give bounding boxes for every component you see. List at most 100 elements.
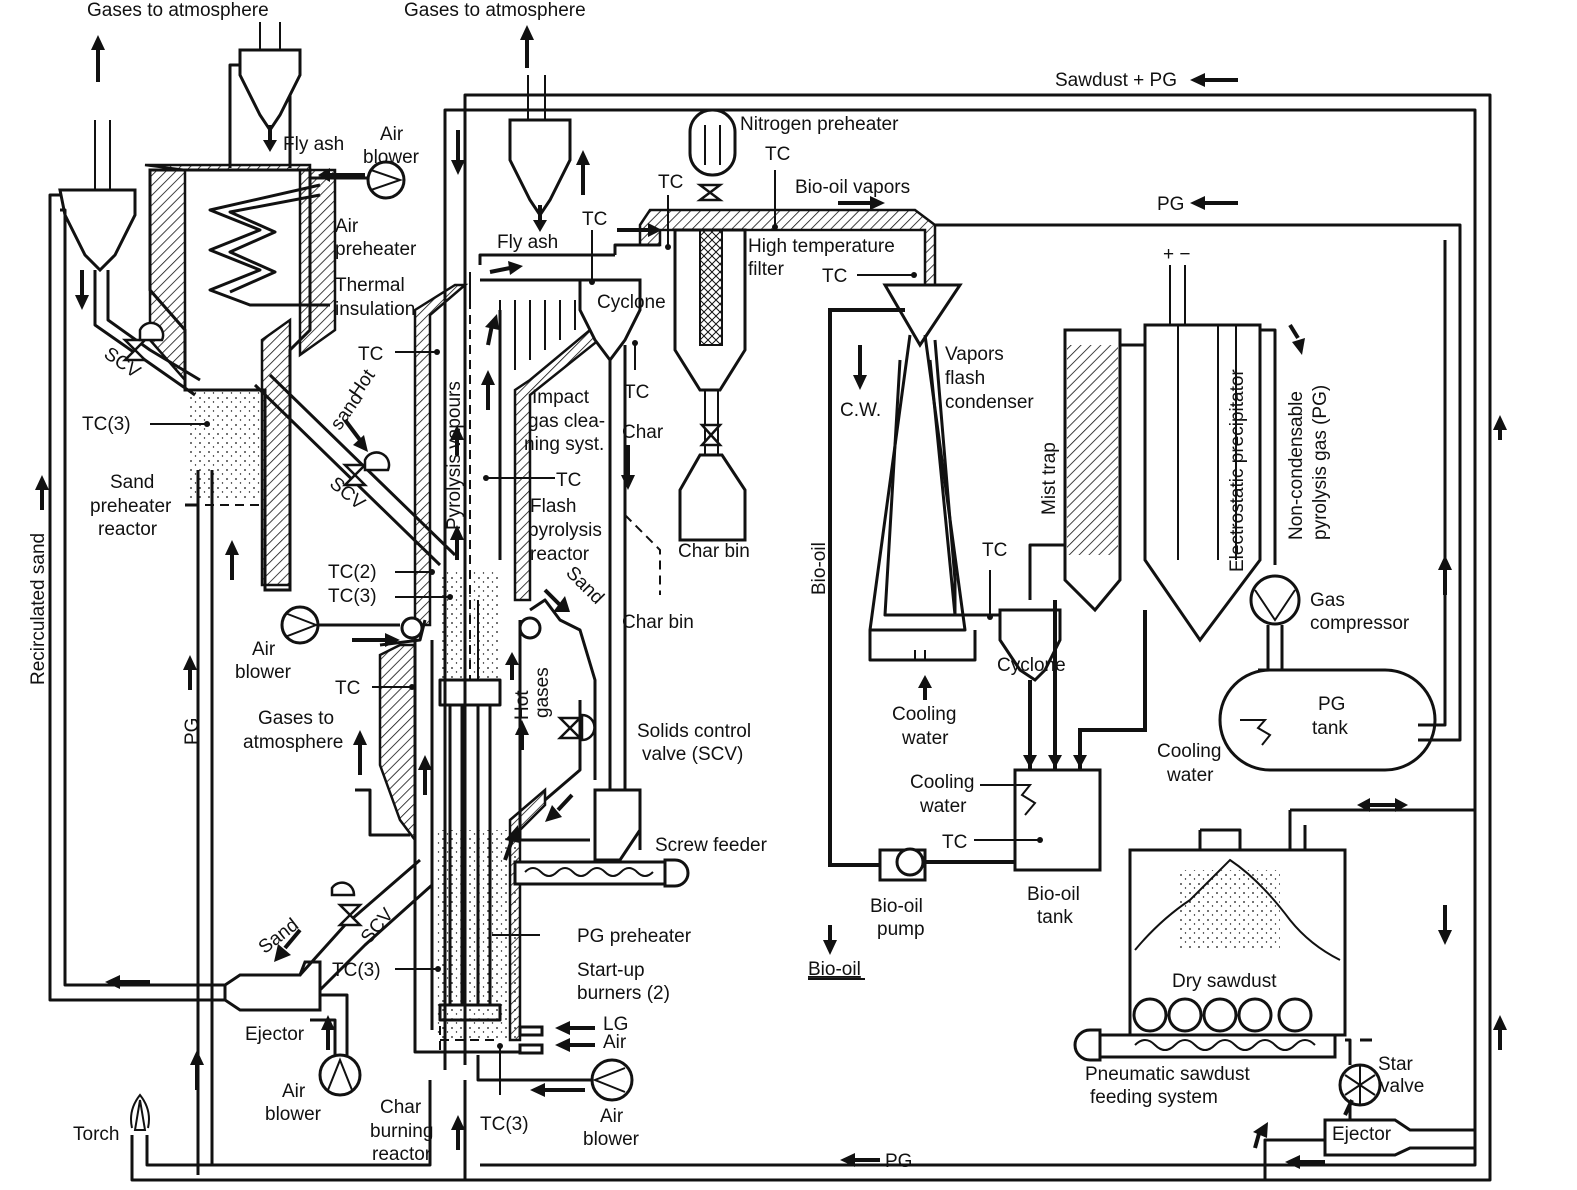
mist-trap [1063, 328, 1122, 613]
scv-valve-upper[interactable] [121, 321, 165, 362]
label-pg-bottom: PG [885, 1151, 912, 1172]
air-blower-bottom-left[interactable] [318, 1053, 362, 1097]
label-solids-control-b: valve (SCV) [642, 744, 743, 765]
label-cooling-water-1a: Cooling [892, 704, 956, 725]
label-bio-oil-pump-a: Bio-oil [870, 896, 923, 917]
label-pg-tank-a: PG [1318, 694, 1345, 715]
label-nitrogen-preheater: Nitrogen preheater [740, 114, 899, 135]
label-gas-compressor-b: compressor [1310, 613, 1410, 634]
label-plus-minus: + − [1163, 244, 1190, 265]
pg-tank [1218, 668, 1437, 772]
label-dry-sawdust: Dry sawdust [1172, 971, 1277, 992]
label-tc-8: TC [335, 678, 360, 699]
pneumatic-screw [1073, 1028, 1337, 1062]
label-vapors-c: condenser [945, 392, 1034, 413]
thermocouple-leaders [150, 170, 1043, 1095]
air-preheater-coil-inner [228, 193, 321, 294]
bio-oil-tank [980, 768, 1102, 872]
label-vapors-b: flash [945, 368, 985, 389]
label-char-bin-2: Char bin [622, 612, 694, 633]
dry-sawdust-bin [1128, 828, 1347, 1037]
label-pg-top: PG [1157, 194, 1184, 215]
label-char: Char [622, 422, 664, 443]
electrostatic-precipitator [1143, 265, 1262, 643]
label-impact-a: Impact [532, 387, 590, 408]
small-cyclone [998, 543, 1075, 682]
label-tc-10: TC [942, 832, 967, 853]
solids-control-valve[interactable] [556, 713, 596, 742]
label-high-temp-filter-a: High temperature [748, 236, 895, 257]
label-air-blower-2a: Air [252, 639, 276, 660]
impact-gas-cleaning-system [499, 300, 576, 380]
ejector-right [1323, 1118, 1477, 1157]
label-thermal-insulation-b: insulation [335, 299, 415, 320]
label-air-preheater-a: Air [335, 216, 359, 237]
label-tc-9: TC [982, 540, 1007, 561]
label-impact-b: gas clea- [528, 411, 605, 432]
label-tc3-d: TC(3) [480, 1114, 529, 1135]
vapors-flash-condenser [868, 283, 1015, 662]
sawdust-rollers [1132, 997, 1313, 1033]
label-air-blower-4b: blower [583, 1129, 640, 1150]
air-blower-bottom-center[interactable] [590, 1058, 634, 1102]
high-temperature-filter [673, 228, 747, 542]
fly-ash-cyclone [508, 75, 572, 218]
label-bio-oil-vapors: Bio-oil vapors [795, 177, 910, 198]
label-cooling-water-2a: Cooling [910, 772, 974, 793]
label-star-valve-a: Star [1378, 1054, 1414, 1075]
label-char-burning-b: burning [370, 1121, 433, 1142]
ejector-left [223, 960, 322, 1012]
label-recirculated-sand: Recirculated sand [28, 533, 49, 685]
air-blower-top[interactable] [366, 160, 406, 200]
bio-oil-pump[interactable] [878, 847, 927, 882]
star-valve[interactable] [1338, 1063, 1382, 1107]
label-gases-atm-low-b: atmosphere [243, 732, 343, 753]
label-thermal-insulation-a: Thermal [335, 275, 405, 296]
label-bio-oil-pump-b: pump [877, 919, 925, 940]
gas-compressor[interactable] [1249, 574, 1301, 626]
label-tc3-b: TC(3) [328, 586, 377, 607]
label-sand-preheater-c: reactor [98, 519, 158, 540]
label-vapors-a: Vapors [945, 344, 1004, 365]
label-sand-preheater-a: Sand [110, 472, 154, 493]
label-impact-c: ning syst. [524, 434, 604, 455]
label-cooling-water-1b: water [901, 728, 949, 749]
label-flash-pyro-c: reactor [530, 544, 590, 565]
label-fly-ash-1: Fly ash [283, 134, 344, 155]
label-tc2: TC(2) [328, 562, 377, 583]
label-char-burning-c: reactor [372, 1144, 432, 1165]
nitrogen-preheater [688, 108, 737, 202]
label-solids-control-a: Solids control [637, 721, 751, 742]
label-bio-oil-bottom: Bio-oil [808, 959, 861, 980]
label-tc-2: TC [582, 209, 607, 230]
flow-arrows [35, 25, 1507, 1169]
label-tc-6: TC [624, 382, 649, 403]
label-pneumatic-a: Pneumatic sawdust [1085, 1064, 1250, 1085]
scv-valve-middle[interactable] [341, 451, 391, 487]
label-cyclone-top: Cyclone [597, 292, 666, 313]
label-sawdust-pg: Sawdust + PG [1055, 70, 1177, 91]
label-hot-gases-a: Hot [512, 690, 533, 720]
scv-valve-lower[interactable] [330, 881, 364, 927]
label-pg-preheater: PG preheater [577, 926, 692, 947]
startup-burners [518, 1025, 544, 1055]
label-bio-oil-tank-a: Bio-oil [1027, 884, 1080, 905]
label-lg: LG [603, 1014, 628, 1035]
label-mist-trap: Mist trap [1039, 442, 1060, 515]
sand-preheater-reactor [144, 22, 337, 592]
label-startup-a: Start-up [577, 960, 645, 981]
label-screw-feeder: Screw feeder [655, 835, 768, 856]
label-ejector-left: Ejector [245, 1024, 305, 1045]
label-torch: Torch [73, 1124, 119, 1145]
label-bio-oil-tank-b: tank [1037, 907, 1073, 928]
label-startup-b: burners (2) [577, 983, 670, 1004]
label-pg-left: PG [182, 718, 203, 745]
label-air-blower-1a: Air [380, 124, 404, 145]
label-pneumatic-b: feeding system [1090, 1087, 1218, 1108]
label-gases-atm-low-a: Gases to [258, 708, 334, 729]
label-sand-1: Sand [562, 562, 608, 608]
label-cw: C.W. [840, 400, 881, 421]
air-blower-middle[interactable] [280, 605, 320, 645]
label-char-bin-1: Char bin [678, 541, 750, 562]
